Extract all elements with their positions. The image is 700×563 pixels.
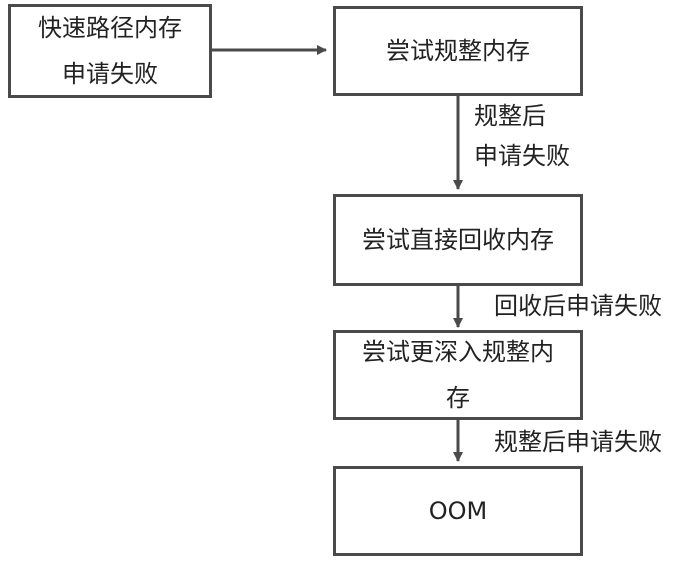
edge-label-reclaim-to-deeper-text: 回收后申请失败 (494, 292, 662, 320)
node-oom: OOM (333, 466, 583, 556)
node-try-compact-label: 尝试规整内存 (386, 37, 530, 65)
edge-label-compact-to-reclaim-line2: 申请失败 (474, 142, 570, 170)
edge-label-compact-to-reclaim-line1: 规整后 (474, 102, 546, 130)
node-try-deeper-compact-line1: 尝试更深入规整内 (362, 338, 554, 366)
node-fast-path-fail-line1: 快速路径内存 (38, 14, 182, 42)
node-fast-path-fail: 快速路径内存 申请失败 (8, 4, 212, 98)
edge-label-deeper-to-oom-text: 规整后申请失败 (494, 428, 662, 456)
edge-label-compact-to-reclaim: 规整后 申请失败 (474, 96, 570, 176)
edge-label-reclaim-to-deeper: 回收后申请失败 (494, 286, 662, 326)
node-oom-label: OOM (428, 497, 488, 525)
node-try-direct-reclaim: 尝试直接回收内存 (333, 194, 583, 286)
node-fast-path-fail-line2: 申请失败 (62, 60, 158, 88)
node-try-deeper-compact-line2: 存 (446, 384, 470, 412)
node-try-direct-reclaim-label: 尝试直接回收内存 (362, 226, 554, 254)
node-try-compact: 尝试规整内存 (333, 6, 583, 96)
edge-label-deeper-to-oom: 规整后申请失败 (494, 422, 662, 462)
node-try-deeper-compact: 尝试更深入规整内 存 (333, 330, 583, 420)
